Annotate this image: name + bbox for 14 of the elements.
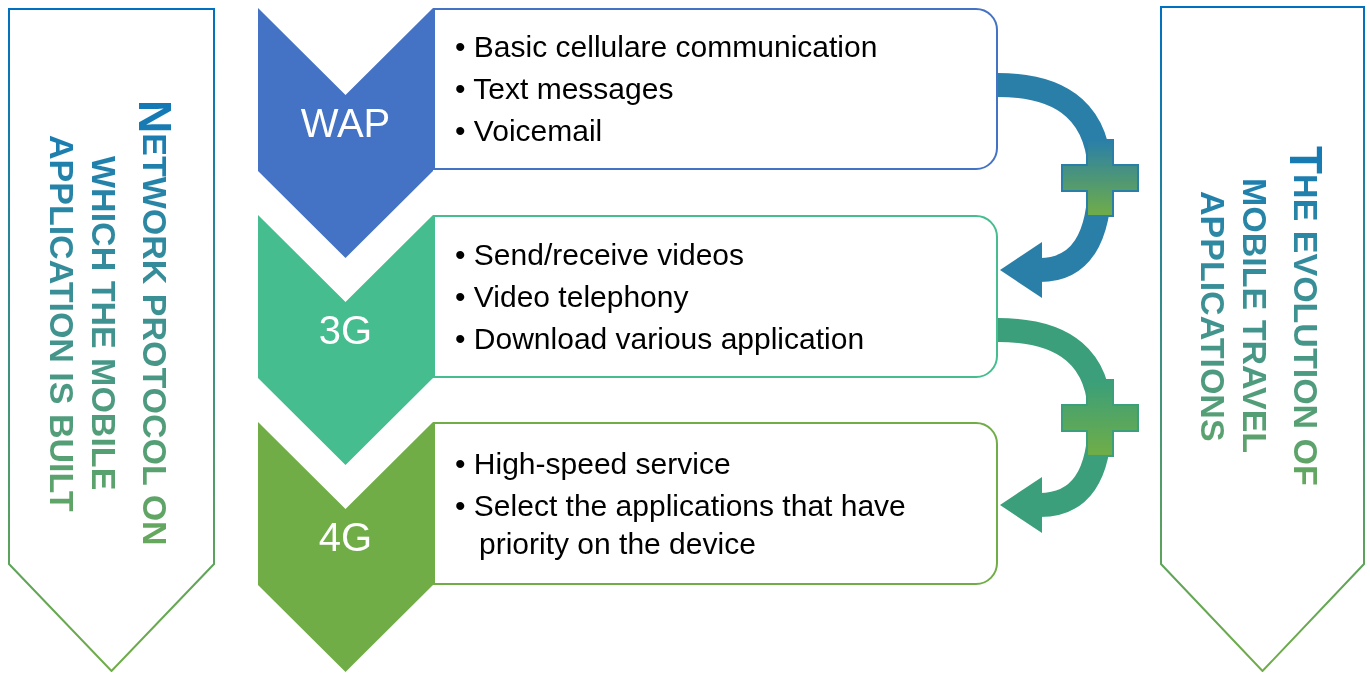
generation-label: WAP (300, 103, 391, 143)
bullet-item: • Download various application (455, 320, 866, 357)
bullet-item: • Send/receive videos (455, 236, 745, 273)
generation-label: 3G (318, 310, 373, 350)
bullet-item: • Voicemail (455, 113, 604, 149)
feature-box (433, 8, 998, 170)
bullet-item: • Select the applications that have priority on the device (455, 487, 907, 562)
feature-box (433, 215, 998, 378)
bullet-item: • High-speed service (455, 445, 732, 482)
bullet-item: • Video telephony (455, 278, 690, 315)
generation-label: 4G (318, 517, 373, 557)
feature-box (433, 422, 998, 585)
bullet-item: • Text messages (455, 71, 675, 107)
bullet-item: • Basic cellulare communication (455, 29, 879, 65)
